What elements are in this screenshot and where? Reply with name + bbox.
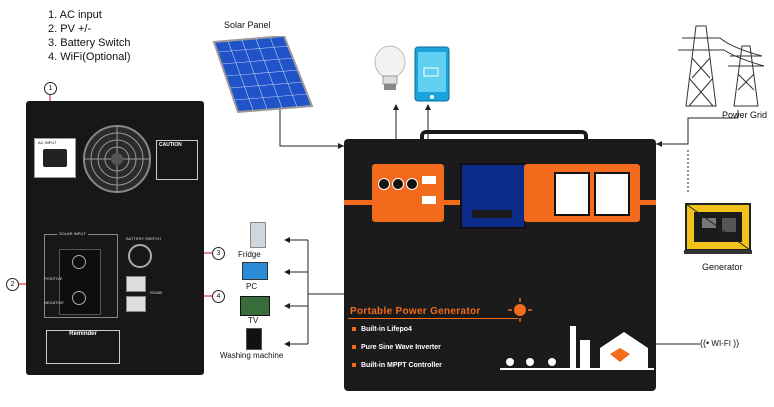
solar-panel-label: Solar Panel (224, 20, 271, 30)
carry-handle (420, 130, 588, 146)
battery-switch[interactable] (128, 244, 152, 268)
power-grid-icon (678, 25, 765, 107)
generator-title: Portable Power Generator (350, 306, 481, 317)
rs485-label: RS485 (150, 290, 163, 295)
feature-2: Pure Sine Wave Inverter (352, 344, 441, 351)
usb-port-2 (422, 196, 436, 204)
dc-port-3 (406, 178, 418, 190)
control-buttons[interactable] (472, 210, 512, 218)
reminder-box: Reminder (46, 330, 120, 364)
fridge-label: Fridge (238, 250, 261, 259)
diesel-generator-icon (684, 203, 752, 254)
tv-label: TV (248, 316, 259, 325)
pv-negative-terminal (72, 291, 86, 305)
ac-outlet-2 (594, 172, 630, 216)
callout-4: 4 (212, 290, 225, 303)
caution-box: CAUTION (156, 140, 198, 180)
lcd-display (460, 163, 526, 229)
callout-2: 2 (6, 278, 19, 291)
wifi-icon: ((• (700, 338, 710, 348)
cooling-fan-icon (83, 125, 151, 193)
solar-input-block: SOLAR INPUT (44, 231, 118, 318)
dc-output-panel (372, 164, 444, 222)
legend-item-ac-input: 1. AC input (48, 9, 102, 21)
rs485-port-2 (126, 296, 146, 312)
ac-outlet-1 (554, 172, 590, 216)
callout-3: 3 (212, 247, 225, 260)
solar-panel-icon (212, 36, 314, 114)
ac-input-label: AC INPUT (38, 140, 57, 145)
solar-input-label: SOLAR INPUT (57, 231, 88, 236)
legend: 1. AC input 2. PV +/- 3. Battery Switch … (48, 8, 131, 64)
callout-1: 1 (44, 82, 57, 95)
feature-3: Built-in MPPT Controller (352, 362, 442, 369)
mobile-phone-icon (414, 46, 450, 102)
battery-switch-label: BATTERY SWITCH (126, 236, 161, 241)
dc-port-2 (392, 178, 404, 190)
wifi-icon-right: )) (733, 338, 740, 348)
positive-label: POSITIVE (44, 276, 63, 281)
negative-label: NEGATIVE (44, 300, 64, 305)
light-bulb-icon (374, 45, 406, 90)
feature-1: Built-in Lifepo4 (352, 326, 412, 333)
dc-port-1 (378, 178, 390, 190)
legend-item-wifi: 4. WiFi(Optional) (48, 51, 131, 63)
legend-item-pv: 2. PV +/- (48, 23, 92, 35)
washing-machine-icon (246, 328, 262, 350)
power-grid-label: Power Grid (722, 110, 768, 120)
rs485-port-1 (126, 276, 146, 292)
fridge-icon (250, 222, 266, 248)
title-underline (348, 318, 518, 319)
reminder-label: Reminder (69, 331, 97, 337)
pc-icon (242, 262, 268, 280)
ac-input-socket: AC INPUT (34, 138, 76, 178)
pv-positive-terminal (72, 255, 86, 269)
washing-machine-label: Washing machine (220, 351, 284, 360)
sun-icon (508, 298, 532, 322)
wifi-label: WI-FI (711, 339, 731, 348)
generator-label: Generator (702, 262, 743, 272)
legend-item-battery-switch: 3. Battery Switch (48, 37, 131, 49)
tv-icon (240, 296, 270, 316)
wifi-indicator: ((• WI-FI )) (700, 338, 739, 348)
usb-port-1 (422, 176, 436, 184)
home-city-illustration (500, 326, 654, 370)
pc-label: PC (246, 282, 258, 291)
caution-label: CAUTION (159, 142, 182, 148)
